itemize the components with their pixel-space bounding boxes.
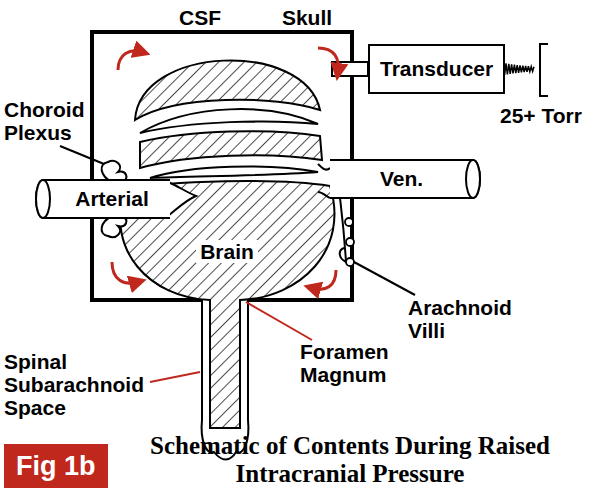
figure-caption: Schematic of Contents During Raised Intr… bbox=[110, 432, 590, 488]
vein-start bbox=[318, 164, 330, 198]
part-label: 25+ Torr bbox=[500, 104, 590, 127]
part-label: Choroid Plexus bbox=[4, 98, 96, 144]
artery-end bbox=[168, 182, 196, 216]
part-label: Foramen Magnum bbox=[300, 340, 420, 386]
part-label: Arachnoid Villi bbox=[408, 296, 538, 342]
part-label: Skull bbox=[272, 6, 342, 29]
transducer-box: Transducer bbox=[368, 44, 505, 94]
brain-middle bbox=[140, 131, 322, 168]
figure-tag: Fig 1b bbox=[4, 444, 108, 488]
csf-flow-arrow bbox=[112, 48, 338, 289]
arachnoid-villi bbox=[340, 198, 346, 262]
ventricle bbox=[140, 109, 318, 133]
part-label: Brain bbox=[196, 240, 258, 263]
ventricle bbox=[150, 166, 318, 178]
villi-tufts bbox=[345, 218, 354, 266]
node-text: Fig 1b bbox=[16, 451, 96, 482]
node-text: Arterial bbox=[75, 187, 149, 211]
part-label: Spinal Subarachnoid Space bbox=[4, 350, 154, 419]
bracket bbox=[540, 44, 548, 96]
node-text: Transducer bbox=[380, 57, 493, 81]
artery-tube: Arterial bbox=[36, 180, 170, 218]
node-text: Ven. bbox=[380, 167, 423, 191]
part-label: CSF bbox=[170, 6, 230, 29]
vein-tube: Ven. bbox=[330, 160, 480, 198]
